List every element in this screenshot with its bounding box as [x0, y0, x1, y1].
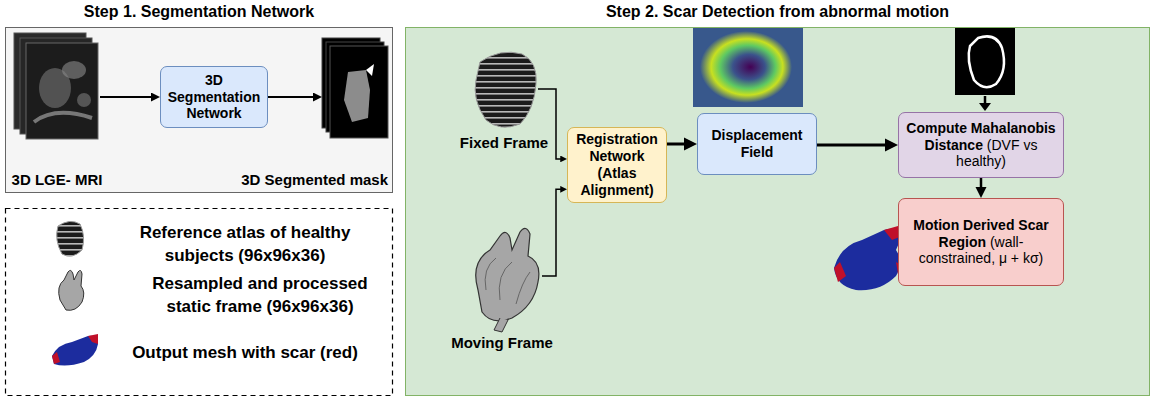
arrow-connector	[817, 144, 891, 147]
mri-image: 3D LGE- MRI	[14, 33, 100, 140]
mri-tissue	[77, 93, 91, 107]
moving-volume	[476, 228, 539, 332]
legend-frame-icon	[59, 270, 84, 310]
moving-frame-image: Moving Frame	[462, 222, 542, 330]
scar-mesh	[834, 226, 903, 290]
box-title: Registration Network (Atlas Alignment)	[576, 131, 658, 197]
process-box: Displacement Field	[697, 113, 817, 175]
mri-stack	[14, 33, 98, 139]
contour-ground	[955, 27, 1015, 95]
moving-stalk	[494, 318, 508, 332]
mask-stack	[322, 38, 388, 138]
mask-region	[366, 64, 374, 76]
arrow-connector	[667, 143, 690, 146]
box-label: Displacement Field	[703, 127, 811, 161]
panel-ground	[5, 27, 393, 193]
heatmap-ground	[693, 28, 803, 107]
panel-heading: Step 2. Scar Detection from abnormal mot…	[406, 3, 1149, 21]
box-label: Compute Mahalanobis Distance(DVF vs heal…	[904, 120, 1058, 170]
process-box: Registration Network (Atlas Alignment)	[567, 127, 667, 203]
mesh-scar	[88, 334, 98, 344]
atlas-volume	[475, 52, 536, 127]
arrow-connector	[980, 178, 983, 192]
legend-frame	[6, 209, 393, 396]
panel-heading: Step 1. Segmentation Network	[6, 3, 392, 21]
arrow-connector	[100, 96, 156, 98]
box-title: 3D Segmentation Network	[168, 72, 261, 122]
image-caption: Moving Frame	[451, 334, 553, 351]
box-label: 3D Segmentation Network	[166, 72, 262, 122]
legend-text: Reference atlas of healthy subjects (96x…	[120, 221, 370, 267]
legend-mesh-icon	[52, 334, 98, 366]
mesh-scar	[834, 262, 846, 282]
image-caption: 3D Segmented mask	[241, 171, 388, 188]
process-box: Compute Mahalanobis Distance(DVF vs heal…	[898, 112, 1064, 178]
process-box: 3D Segmentation Network	[160, 66, 268, 128]
mask-image: 3D Segmented mask	[322, 38, 388, 138]
box-label: Motion Derived Scar Region(wall-constrai…	[904, 217, 1058, 267]
arrow-connector	[268, 96, 318, 98]
contour-line	[969, 36, 1004, 87]
arrow-connector	[542, 189, 564, 276]
moving-shape	[476, 228, 539, 320]
box-title: Displacement Field	[711, 127, 802, 160]
contour-arrow	[984, 96, 987, 104]
moving-contour	[485, 258, 530, 304]
mri-tissue	[62, 61, 86, 79]
step-panel: Step 1. Segmentation Network3D LGE- MRI3…	[5, 27, 393, 193]
mask-slice	[330, 46, 388, 138]
fixed-frame-image: Fixed Frame	[470, 48, 538, 130]
result-box: Motion Derived Scar Region(wall-constrai…	[898, 198, 1064, 286]
heatmap-ring	[700, 31, 792, 103]
mri-slice	[26, 43, 98, 139]
legend-text: Resampled and processed static frame (96…	[140, 272, 380, 318]
legend-text: Output mesh with scar (red)	[110, 341, 380, 364]
step-panel: Step 2. Scar Detection from abnormal mot…	[405, 27, 1150, 396]
displacement-heatmap	[693, 28, 803, 107]
image-caption: Fixed Frame	[460, 134, 548, 151]
box-label: Registration Network (Atlas Alignment)	[573, 131, 661, 198]
box-title: Motion Derived Scar Region	[913, 217, 1048, 250]
mri-tissue	[34, 113, 92, 122]
mask-region	[344, 70, 370, 122]
panel-ground	[405, 27, 1150, 396]
legend-atlas-icon	[57, 221, 84, 256]
contour-arrowhead	[979, 103, 991, 111]
mesh-scar	[52, 352, 60, 364]
wall-contour	[955, 27, 1015, 95]
image-caption: 3D LGE- MRI	[12, 171, 103, 188]
